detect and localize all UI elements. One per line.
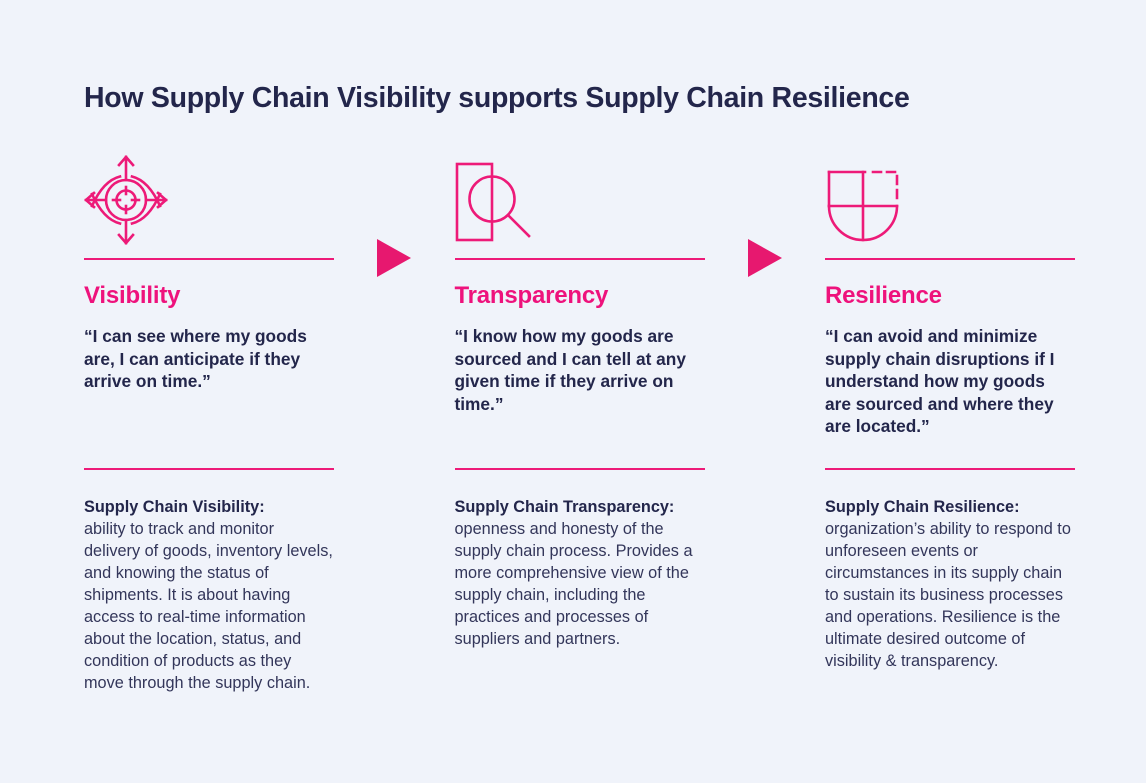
definition-divider: [84, 468, 334, 470]
column-heading: Visibility: [84, 282, 181, 309]
transparency-magnifier-document-icon: [455, 162, 543, 246]
column-definition: Supply Chain Resilience: organization’s a…: [825, 496, 1075, 672]
column-transparency: Transparency “I know how my goods are so…: [454, 153, 705, 694]
column-resilience: Resilience “I can avoid and minimize sup…: [825, 153, 1075, 694]
icon-underline-rule: [84, 258, 334, 260]
resilience-shield-icon: [825, 166, 901, 246]
column-definition: Supply Chain Visibility: ability to track…: [84, 496, 334, 694]
definition-divider: [825, 468, 1075, 470]
column-visibility: Visibility “I can see where my goods are…: [84, 153, 334, 694]
definition-term: Supply Chain Visibility:: [84, 498, 265, 516]
flow-arrow-icon: [747, 239, 782, 277]
definition-text: organization’s ability to respond to unf…: [825, 520, 1071, 670]
definition-divider: [454, 468, 705, 470]
page-title: How Supply Chain Visibility supports Sup…: [84, 82, 910, 114]
icon-underline-rule: [454, 258, 705, 260]
flow-gap: [334, 153, 455, 694]
column-quote: “I know how my goods are sourced and I c…: [454, 326, 686, 414]
column-definition: Supply Chain Transparency: openness and h…: [455, 496, 705, 650]
definition-term: Supply Chain Resilience:: [825, 498, 1020, 516]
icon-underline-rule: [825, 258, 1075, 260]
visibility-eye-target-icon: [84, 154, 168, 246]
column-heading: Transparency: [454, 282, 609, 309]
definition-text: ability to track and monitor delivery of…: [84, 520, 333, 692]
definition-text: openness and honesty of the supply chain…: [454, 520, 693, 648]
column-quote: “I can avoid and minimize supply chain d…: [825, 326, 1055, 436]
flow-arrow-icon: [377, 239, 412, 277]
flow-gap: [705, 153, 826, 694]
columns-row: Visibility “I can see where my goods are…: [84, 153, 1075, 694]
column-heading: Resilience: [825, 282, 942, 309]
column-quote: “I can see where my goods are, I can ant…: [84, 326, 307, 391]
definition-term: Supply Chain Transparency:: [454, 498, 675, 516]
